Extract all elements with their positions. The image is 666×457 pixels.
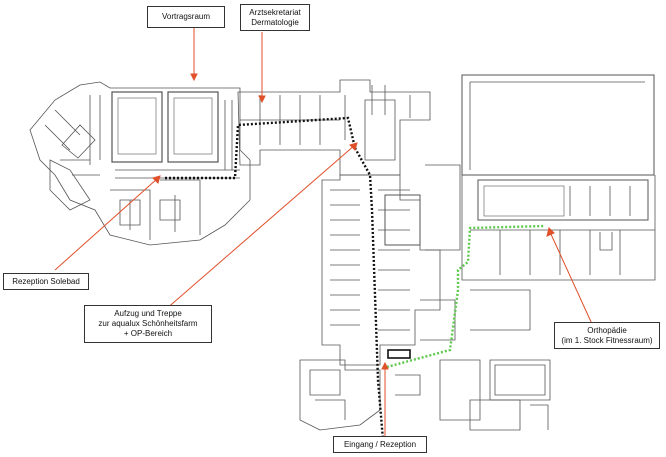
label-arztsekretariat-line1: Arztsekretariat [249, 7, 301, 17]
arrows [54, 27, 593, 437]
label-vortragsraum-text: Vortragsraum [161, 12, 211, 21]
route-black [165, 116, 385, 441]
central-wing [237, 79, 431, 176]
label-arztsekretariat: Arztsekretariat Dermatologie [240, 4, 310, 31]
east-wing [461, 74, 656, 331]
label-aufzug-line3: + OP-Bereich [123, 329, 173, 338]
label-rezeption-solebad: Rezeption Solebad [3, 273, 89, 290]
west-wing [29, 81, 251, 246]
label-orthopaedie: Orthopädie (im 1. Stock Fitnessraum) [554, 322, 660, 349]
label-rezeption-solebad-text: Rezeption Solebad [12, 276, 80, 286]
label-aufzug-treppe: Aufzug und Treppe zur aqualux Schönheits… [84, 305, 212, 343]
south-corridor [321, 164, 461, 366]
label-vortragsraum: Vortragsraum [147, 6, 225, 28]
label-eingang-text: Eingang / Rezeption [343, 439, 417, 449]
label-eingang-rezeption: Eingang / Rezeption [333, 436, 427, 453]
label-orthopaedie-line2: (im 1. Stock Fitnessraum) [561, 335, 653, 345]
route-green [382, 224, 546, 370]
label-aufzug-line1: Aufzug und Treppe [114, 309, 182, 318]
label-orthopaedie-line1: Orthopädie [587, 325, 627, 335]
label-aufzug-line2: zur aqualux Schönheitsfarm [98, 319, 198, 328]
label-arztsekretariat-line2: Dermatologie [251, 17, 299, 27]
south-area [299, 299, 551, 431]
